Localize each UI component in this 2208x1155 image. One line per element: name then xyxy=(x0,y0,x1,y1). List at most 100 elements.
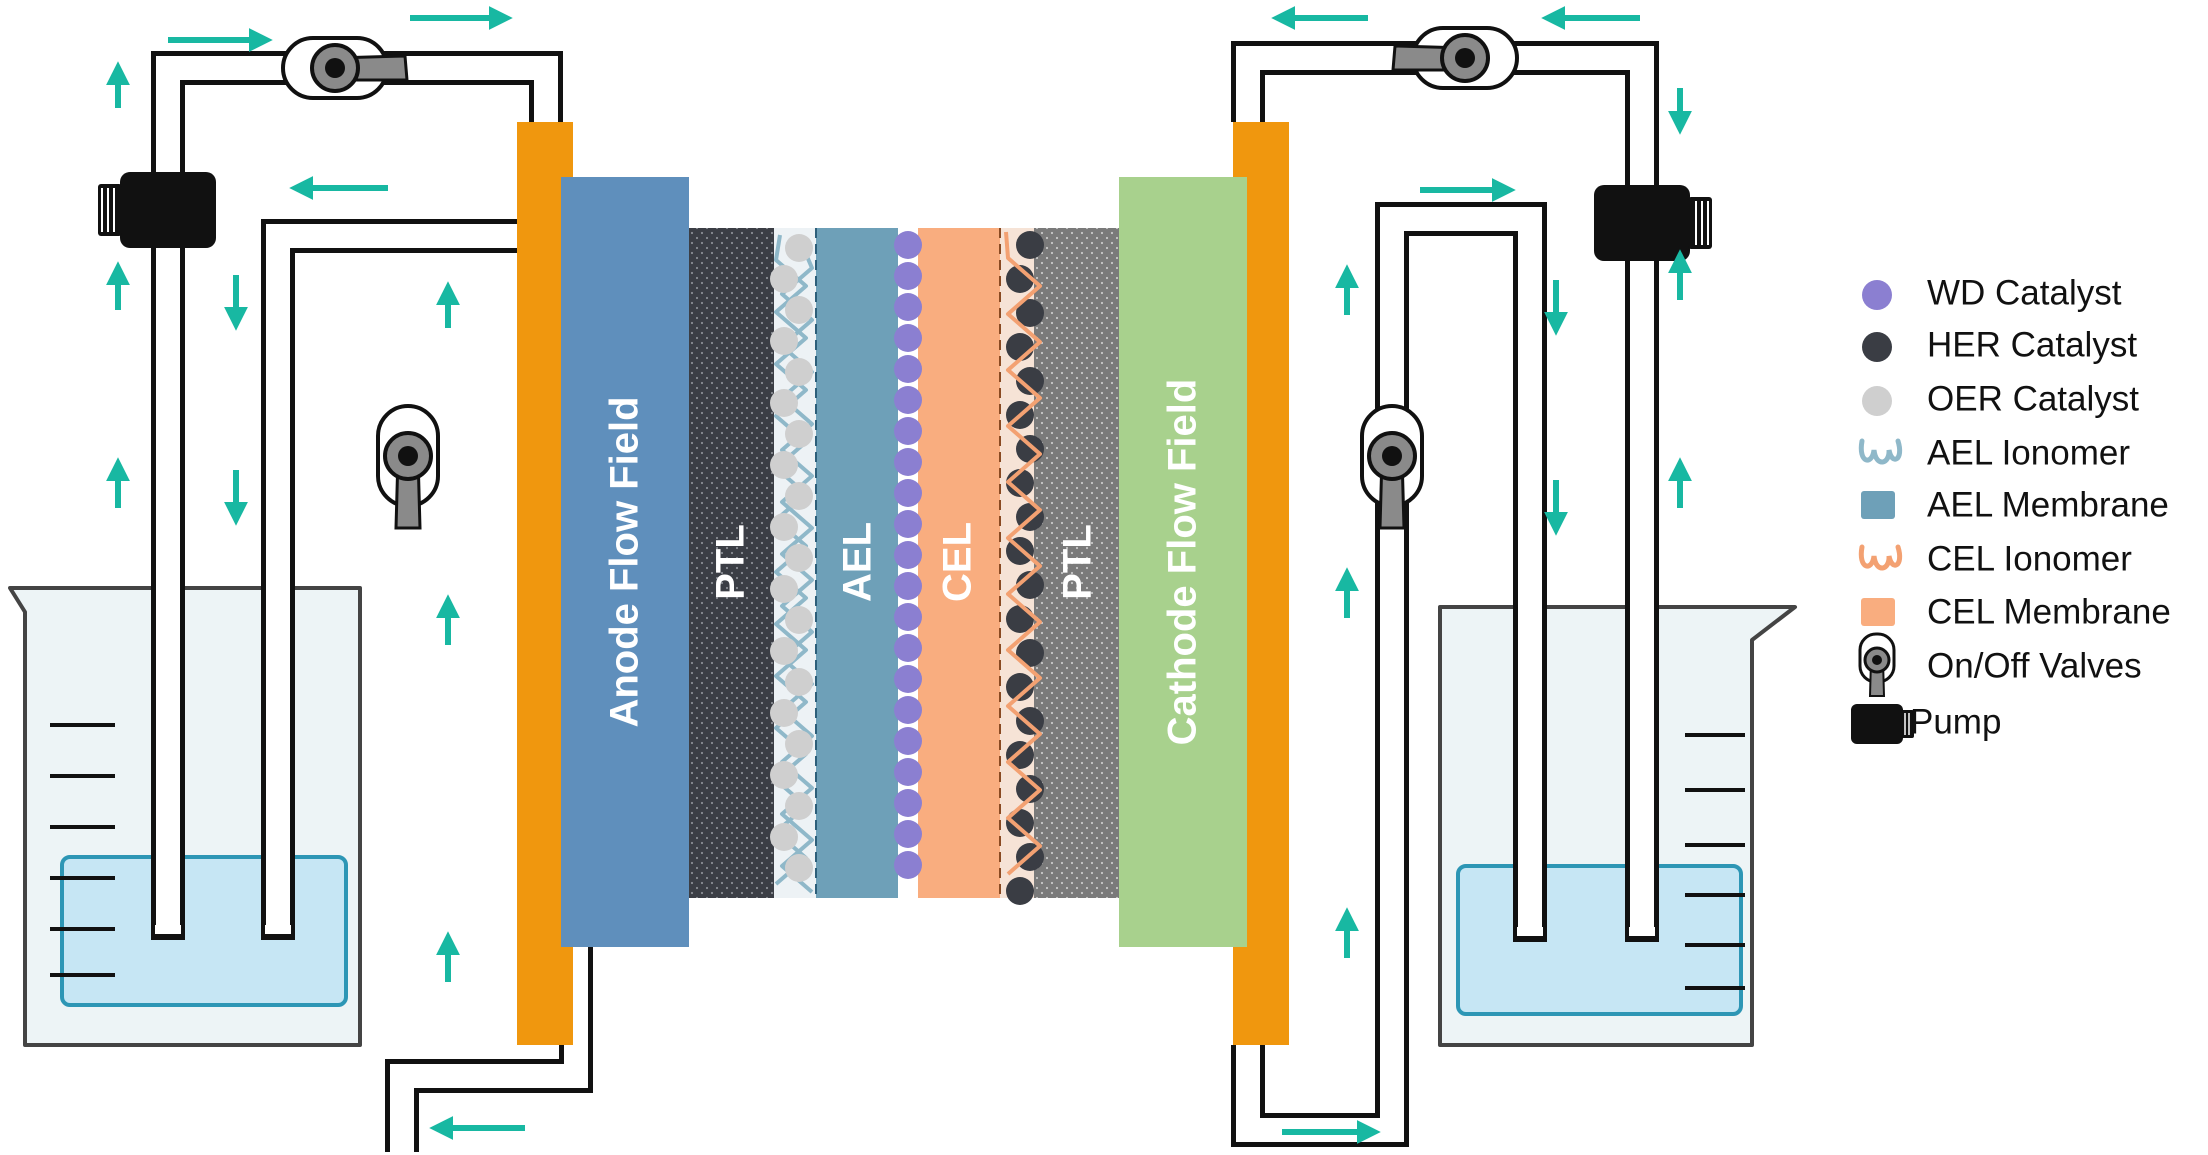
oer-catalyst-particle xyxy=(785,606,813,634)
wd-catalyst-particle xyxy=(894,231,922,259)
her-catalyst-particle xyxy=(1006,877,1034,905)
oer-catalyst-icon xyxy=(1862,386,1892,416)
oer-catalyst-particles xyxy=(770,234,813,882)
wd-catalyst-particle xyxy=(894,324,922,352)
oer-catalyst-particle xyxy=(770,575,798,603)
oer-catalyst-particle xyxy=(770,637,798,665)
oer-catalyst-particle xyxy=(770,265,798,293)
ael-ionomer-icon xyxy=(1858,438,1903,465)
wd-catalyst-particle xyxy=(894,510,922,538)
legend-item-ael-membrane: AEL Membrane xyxy=(1861,485,2169,524)
legend-label: AEL Ionomer xyxy=(1927,433,2130,472)
ptl-left-label: PTL xyxy=(709,524,753,600)
legend-label: CEL Membrane xyxy=(1927,592,2171,631)
her-catalyst-particle xyxy=(1016,299,1044,327)
legend-item-wd-catalyst: WD Catalyst xyxy=(1862,273,2122,312)
valve-icon[interactable] xyxy=(1360,404,1424,530)
legend-item-ael-ionomer: AEL Ionomer xyxy=(1858,433,2130,472)
valve-icon[interactable] xyxy=(1391,26,1519,90)
her-catalyst-particle xyxy=(1016,639,1044,667)
wd-catalyst-particles xyxy=(894,231,922,879)
wd-catalyst-particle xyxy=(894,603,922,631)
cathode-flow-field-label: Cathode Flow Field xyxy=(1161,379,1205,746)
wd-catalyst-particle xyxy=(894,541,922,569)
ael-membrane-icon xyxy=(1861,491,1895,519)
wd-catalyst-particle xyxy=(894,727,922,755)
legend-label: AEL Membrane xyxy=(1927,485,2169,524)
wd-catalyst-particle xyxy=(894,386,922,414)
oer-catalyst-particle xyxy=(770,761,798,789)
her-catalyst-particle xyxy=(1016,571,1044,599)
valve-icon[interactable] xyxy=(281,36,409,100)
legend: WD Catalyst HER Catalyst OER Catalyst AE… xyxy=(1851,273,2171,744)
her-catalyst-particle xyxy=(1016,775,1044,803)
cathode-ptl xyxy=(1034,228,1119,898)
oer-catalyst-particle xyxy=(785,544,813,572)
her-catalyst-particle xyxy=(1016,707,1044,735)
oer-catalyst-particle xyxy=(785,668,813,696)
cathode-water xyxy=(1456,864,1743,1016)
legend-label: OER Catalyst xyxy=(1927,379,2139,418)
legend-item-cel-membrane: CEL Membrane xyxy=(1861,592,2171,631)
wd-catalyst-particle xyxy=(894,696,922,724)
oer-catalyst-particle xyxy=(785,296,813,324)
pump-icon[interactable] xyxy=(1594,185,1712,261)
wd-catalyst-icon xyxy=(1862,280,1892,310)
her-catalyst-particle xyxy=(1006,809,1034,837)
legend-label: WD Catalyst xyxy=(1927,273,2122,312)
oer-catalyst-particle xyxy=(785,854,813,882)
flow-arrows xyxy=(106,6,1692,1144)
wd-catalyst-particle xyxy=(894,634,922,662)
ael-membrane xyxy=(816,228,898,898)
valve-icon[interactable] xyxy=(376,404,440,530)
cel-membrane-icon xyxy=(1861,598,1895,626)
oer-catalyst-particle xyxy=(785,792,813,820)
pump-icon[interactable] xyxy=(98,172,216,248)
oer-catalyst-particle xyxy=(785,730,813,758)
ptl-right-label: PTL xyxy=(1056,524,1100,600)
wd-catalyst-particle xyxy=(894,758,922,786)
oer-catalyst-particle xyxy=(770,451,798,479)
legend-item-pump: Pump xyxy=(1851,702,2001,744)
wd-catalyst-particle xyxy=(894,262,922,290)
wd-catalyst-particle xyxy=(894,572,922,600)
cel-membrane xyxy=(918,228,1000,898)
oer-catalyst-particle xyxy=(785,234,813,262)
wd-catalyst-particle xyxy=(894,293,922,321)
oer-catalyst-particle xyxy=(785,358,813,386)
wd-catalyst-particle xyxy=(894,851,922,879)
wd-catalyst-particle xyxy=(894,820,922,848)
cel-ionomer-icon xyxy=(1858,544,1903,571)
legend-label: Pump xyxy=(1910,702,2001,741)
legend-item-oer-catalyst: OER Catalyst xyxy=(1862,379,2139,418)
pump-icon xyxy=(1851,704,1914,744)
legend-item-cel-ionomer: CEL Ionomer xyxy=(1858,539,2132,578)
oer-catalyst-particle xyxy=(770,699,798,727)
wd-catalyst-particle xyxy=(894,355,922,383)
legend-item-valves: On/Off Valves xyxy=(1858,632,2142,697)
cathode-flow-field xyxy=(1119,177,1247,947)
cel-ionomer-strand xyxy=(1004,231,1042,876)
cathode-beaker xyxy=(1438,605,1797,1047)
wd-catalyst-particle xyxy=(894,448,922,476)
wd-catalyst-particle xyxy=(894,479,922,507)
mea-stack: Anode Flow Field PTL AEL CEL PTL Cathode… xyxy=(561,177,1247,947)
anode-beaker-graduations xyxy=(50,723,115,977)
her-catalyst-particle xyxy=(1016,231,1044,259)
cel-label: CEL xyxy=(936,522,980,602)
oer-catalyst-particle xyxy=(770,389,798,417)
wd-catalyst-particle xyxy=(894,665,922,693)
oer-catalyst-particle xyxy=(785,482,813,510)
cathode-beaker-graduations xyxy=(1685,733,1745,990)
wd-catalyst-particle xyxy=(894,789,922,817)
oer-catalyst-particle xyxy=(770,513,798,541)
oer-catalyst-particle xyxy=(785,420,813,448)
oer-catalyst-particle xyxy=(770,327,798,355)
legend-item-her-catalyst: HER Catalyst xyxy=(1862,325,2137,364)
anode-flow-field-label: Anode Flow Field xyxy=(603,396,647,727)
her-catalyst-particle xyxy=(1006,673,1034,701)
ael-label: AEL xyxy=(836,522,880,602)
her-catalyst-particle xyxy=(1006,333,1034,361)
legend-label: HER Catalyst xyxy=(1927,325,2137,364)
